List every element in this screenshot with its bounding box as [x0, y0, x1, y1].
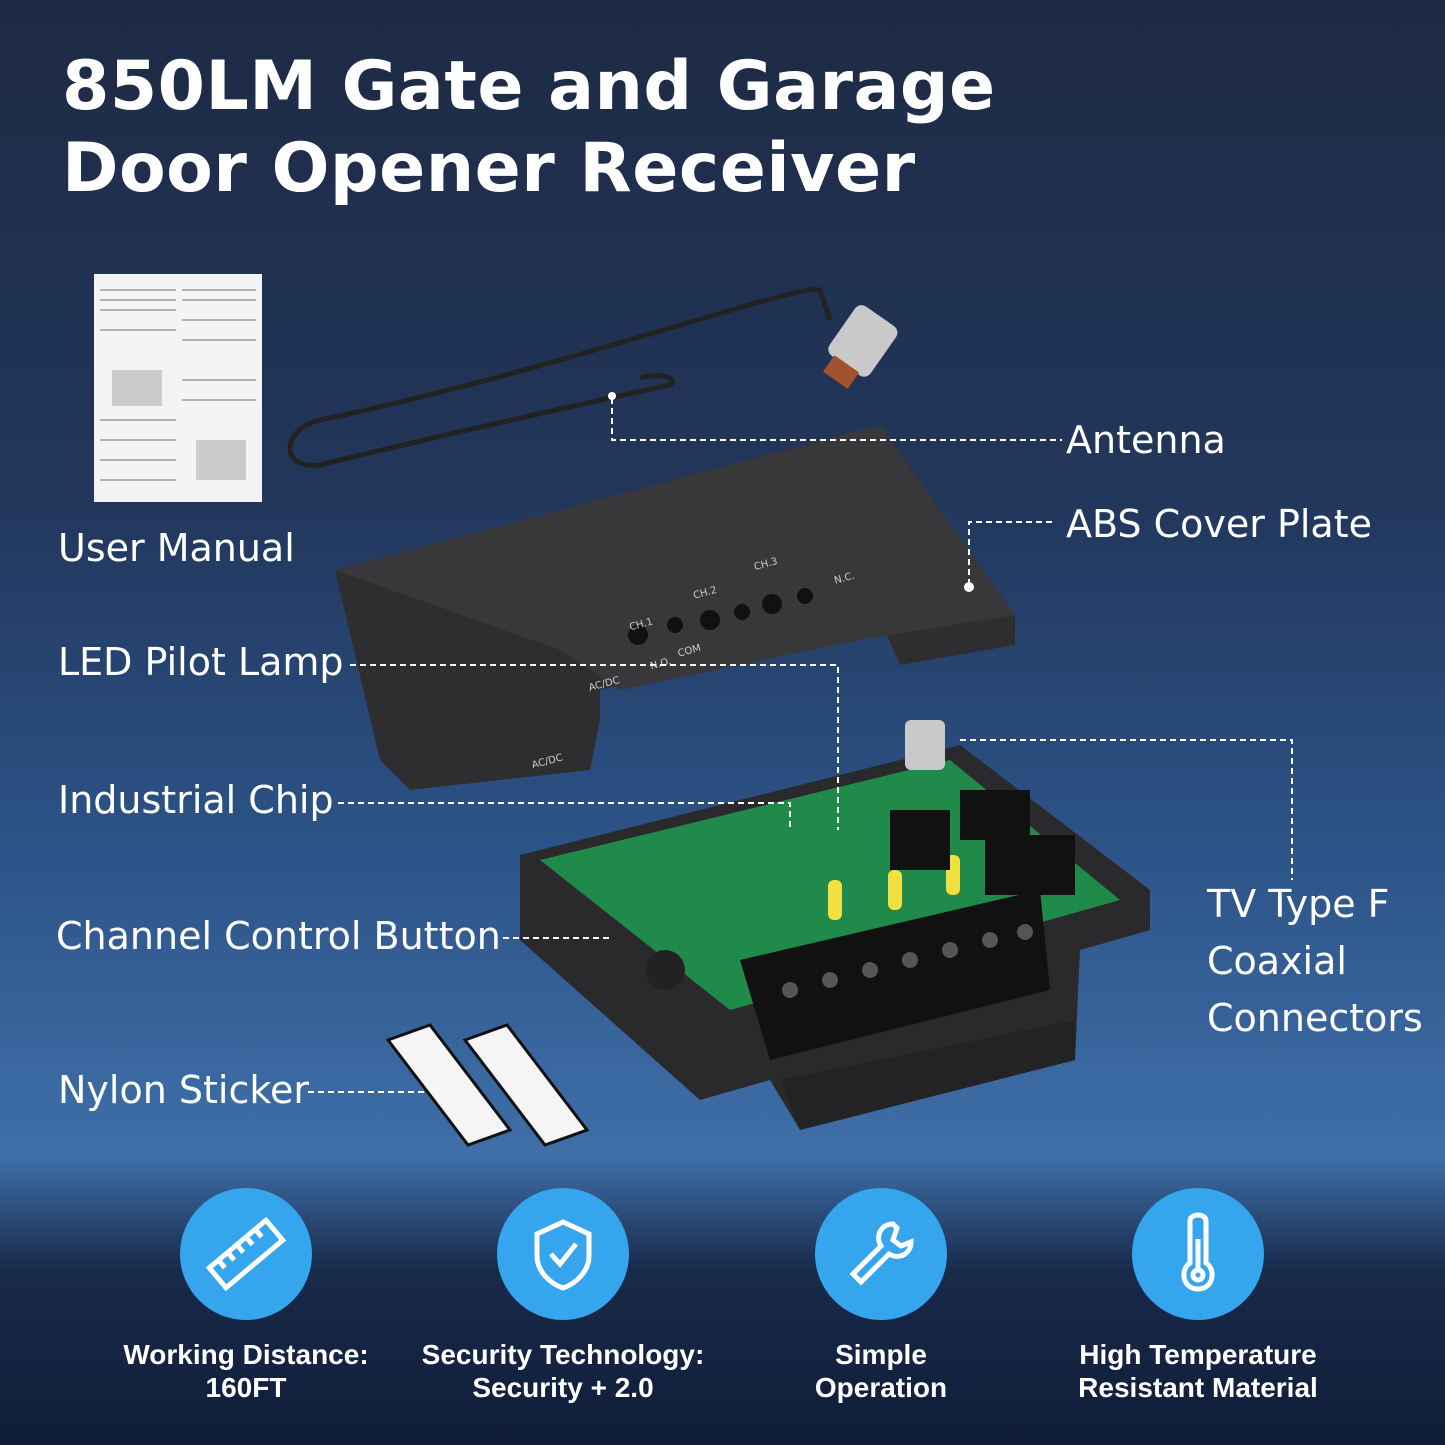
- feature-3-line-1: Simple: [835, 1339, 927, 1370]
- callout-coaxial-connectors: TV Type F Coaxial Connectors: [1207, 876, 1423, 1047]
- callout-antenna: Antenna: [1066, 418, 1226, 462]
- title-line-2: Door Opener Receiver: [62, 129, 916, 208]
- callout-nylon-sticker: Nylon Sticker: [58, 1068, 310, 1112]
- feature-2-line-1: Security Technology:: [421, 1339, 705, 1370]
- callout-channel-control-button: Channel Control Button: [56, 914, 501, 958]
- callout-industrial-chip: Industrial Chip: [58, 778, 334, 822]
- coax-line-1: TV Type F: [1207, 882, 1390, 926]
- feature-working-distance: Working Distance:160FT: [96, 1188, 396, 1404]
- receiver-housing: [520, 720, 1150, 1130]
- feature-security-technology: Security Technology:Security + 2.0: [413, 1188, 713, 1404]
- nc-imprint: N.C.: [833, 571, 856, 587]
- callout-led-pilot-lamp: LED Pilot Lamp: [58, 640, 344, 684]
- thermometer-icon: [1132, 1188, 1264, 1320]
- feature-2-line-2: Security + 2.0: [472, 1372, 654, 1403]
- antenna-connector: [823, 305, 898, 389]
- feature-1-line-2: 160FT: [205, 1372, 287, 1403]
- callout-abs-cover-plate: ABS Cover Plate: [1066, 502, 1372, 546]
- coax-line-2: Coaxial: [1207, 939, 1347, 983]
- feature-4-line-2: Resistant Material: [1078, 1372, 1318, 1403]
- nylon-sticker-image: [385, 1023, 590, 1147]
- feature-1-line-1: Working Distance:: [123, 1339, 369, 1370]
- callout-user-manual: User Manual: [58, 526, 295, 570]
- antenna-wire: [287, 286, 833, 468]
- callout-lines: [308, 398, 1293, 1093]
- wrench-icon: [815, 1188, 947, 1320]
- feature-3-line-2: Operation: [814, 1372, 948, 1403]
- title-line-1: 850LM Gate and Garage: [62, 47, 996, 126]
- coax-line-3: Connectors: [1207, 996, 1423, 1040]
- ruler-icon: [180, 1188, 312, 1320]
- shield-check-icon: [497, 1188, 629, 1320]
- abs-cover-plate: CH.1 CH.2 CH.3 AC/DC N.O. COM N.C. AC/DC: [335, 425, 1015, 790]
- user-manual-image: [94, 274, 262, 502]
- feature-4-line-1: High Temperature: [1079, 1339, 1317, 1370]
- page-title: 850LM Gate and Garage Door Opener Receiv…: [62, 46, 996, 210]
